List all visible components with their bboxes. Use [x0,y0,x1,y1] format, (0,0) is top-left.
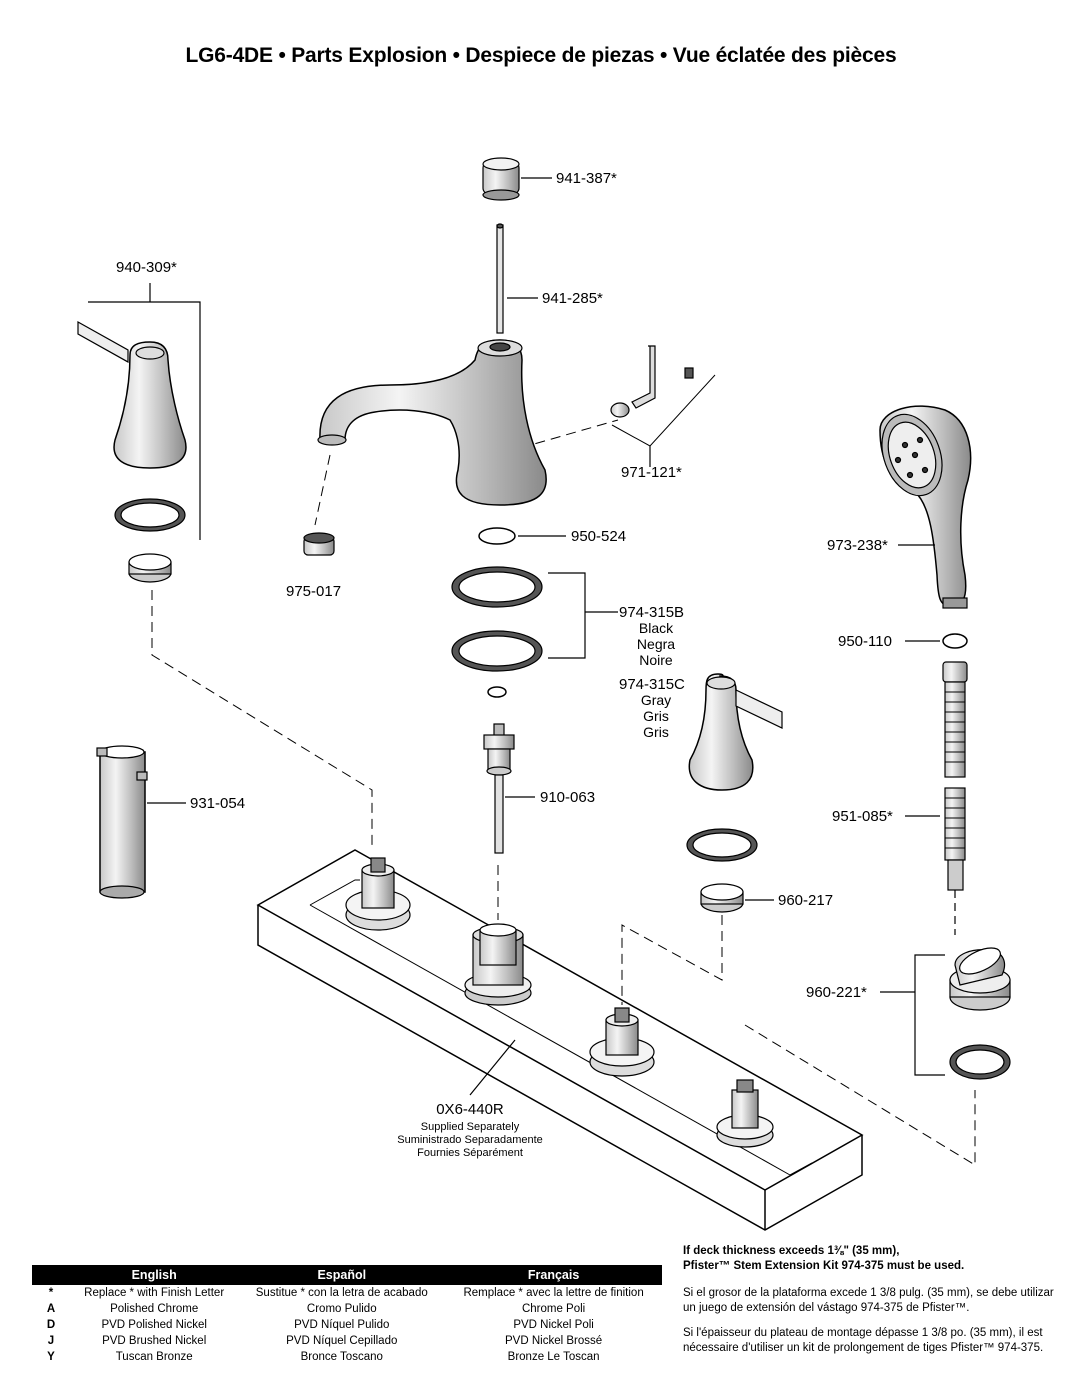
label-974-315B-color-es: Negra [637,636,675,652]
part-940-309-handle-left [77,283,201,583]
legend-fr: Chrome Poli [521,1303,586,1315]
part-971-121-wrench [610,345,716,467]
note-english: If deck thickness exceeds 1⅜" (35 mm), P… [683,1244,1063,1273]
note-en-line1: If deck thickness exceeds 1⅜" (35 mm), [683,1245,900,1257]
note-en-line2: Pfister™ Stem Extension Kit 974-375 must… [683,1259,965,1272]
legend-code: * [48,1287,54,1299]
legend-row: A Polished Chrome Cromo Pulido Chrome Po… [32,1301,662,1317]
legend-code: Y [47,1351,55,1363]
deck-valve-left [345,857,411,931]
legend-code: J [47,1335,55,1347]
legend-es: PVD Níquel Cepillado [286,1335,398,1347]
legend-fr: Bronze Le Toscan [507,1351,600,1363]
note-spanish: Si el grosor de la plataforma excede 1 3… [683,1287,1054,1314]
deck-spout-body [464,923,532,1006]
part-974-315-gaskets [451,566,618,698]
legend-row: Y Tuscan Bronze Bronce Toscano Bronze Le… [32,1349,662,1365]
part-941-387-cap [482,157,520,201]
deck-plate [256,849,864,1231]
label-973-238: 973-238* [827,537,888,554]
label-974-315C: 974-315C [619,676,685,693]
label-951-085: 951-085* [832,808,893,825]
legend-row: * Replace * with Finish Letter Sustitue … [32,1285,662,1301]
legend-en: Polished Chrome [110,1303,199,1315]
label-941-285: 941-285* [542,290,603,307]
label-971-121: 971-121* [621,464,682,481]
legend-header-es: Español [238,1265,446,1285]
label-974-315B-color-en: Black [639,620,674,636]
legend-row: D PVD Polished Nickel PVD Níquel Pulido … [32,1317,662,1333]
legend-es: Cromo Pulido [306,1303,377,1315]
label-960-217: 960-217 [778,892,833,909]
label-0X6-note-es: Suministrado Separadamente [397,1134,543,1146]
part-handle-right [686,673,783,913]
legend-es: PVD Níquel Pulido [294,1319,390,1331]
label-950-110: 950-110 [838,633,892,650]
note-french: Si l'épaisseur du plateau de montage dép… [683,1327,1044,1354]
label-974-315B: 974-315B [619,604,684,621]
label-931-054: 931-054 [190,795,245,812]
legend-fr: PVD Nickel Poli [513,1319,594,1331]
legend-en: PVD Polished Nickel [101,1319,207,1331]
legend-en: PVD Brushed Nickel [102,1335,207,1347]
label-0X6-note-en: Supplied Separately [421,1121,520,1133]
part-951-085-hose [942,661,968,935]
label-940-309: 940-309* [116,259,177,276]
part-975-017-aerator [303,532,335,556]
part-960-221-hose-guide [880,947,1011,1080]
legend-fr: PVD Nickel Brossé [505,1335,603,1347]
label-975-017: 975-017 [286,583,341,600]
legend-en: Replace * with Finish Letter [84,1287,225,1299]
label-974-315C-color-fr: Gris [643,724,669,740]
part-950-110-washer [942,633,968,649]
legend-header-fr: Français [445,1265,662,1285]
label-941-387: 941-387* [556,170,617,187]
part-931-054-sleeve [96,745,148,899]
assembly-lines [151,419,976,1166]
legend-code: D [46,1319,56,1331]
deck-valve-right [589,1007,655,1077]
label-974-315C-color-es: Gris [643,708,669,724]
label-0X6-440R: 0X6-440R [436,1101,504,1118]
legend-header-en: English [70,1265,239,1285]
legend-es: Sustitue * con la letra de acabado [255,1287,428,1299]
label-0X6-note-fr: Fournies Séparément [417,1147,523,1159]
legend-row: J PVD Brushed Nickel PVD Níquel Cepillad… [32,1333,662,1349]
label-960-221: 960-221* [806,984,867,1001]
part-941-285-rod [496,223,504,334]
legend-es: Bronce Toscano [300,1351,383,1363]
part-910-063-cartridge [483,723,515,854]
part-spout [317,339,547,506]
legend-fr: Remplace * avec la lettre de finition [463,1287,644,1299]
legend-code: A [46,1303,56,1315]
part-973-238-handshower [879,405,972,609]
label-974-315C-color-en: Gray [641,692,671,708]
page-title: LG6-4DE • Parts Explosion • Despiece de … [185,44,897,67]
finish-legend: English Español Français * Replace * wit… [32,1265,662,1365]
part-950-524-oring [478,527,516,545]
deck-diverter [716,1079,774,1148]
label-910-063: 910-063 [540,789,595,806]
label-974-315B-color-fr: Noire [639,652,673,668]
legend-en: Tuscan Bronze [115,1351,193,1363]
label-950-524: 950-524 [571,528,626,545]
